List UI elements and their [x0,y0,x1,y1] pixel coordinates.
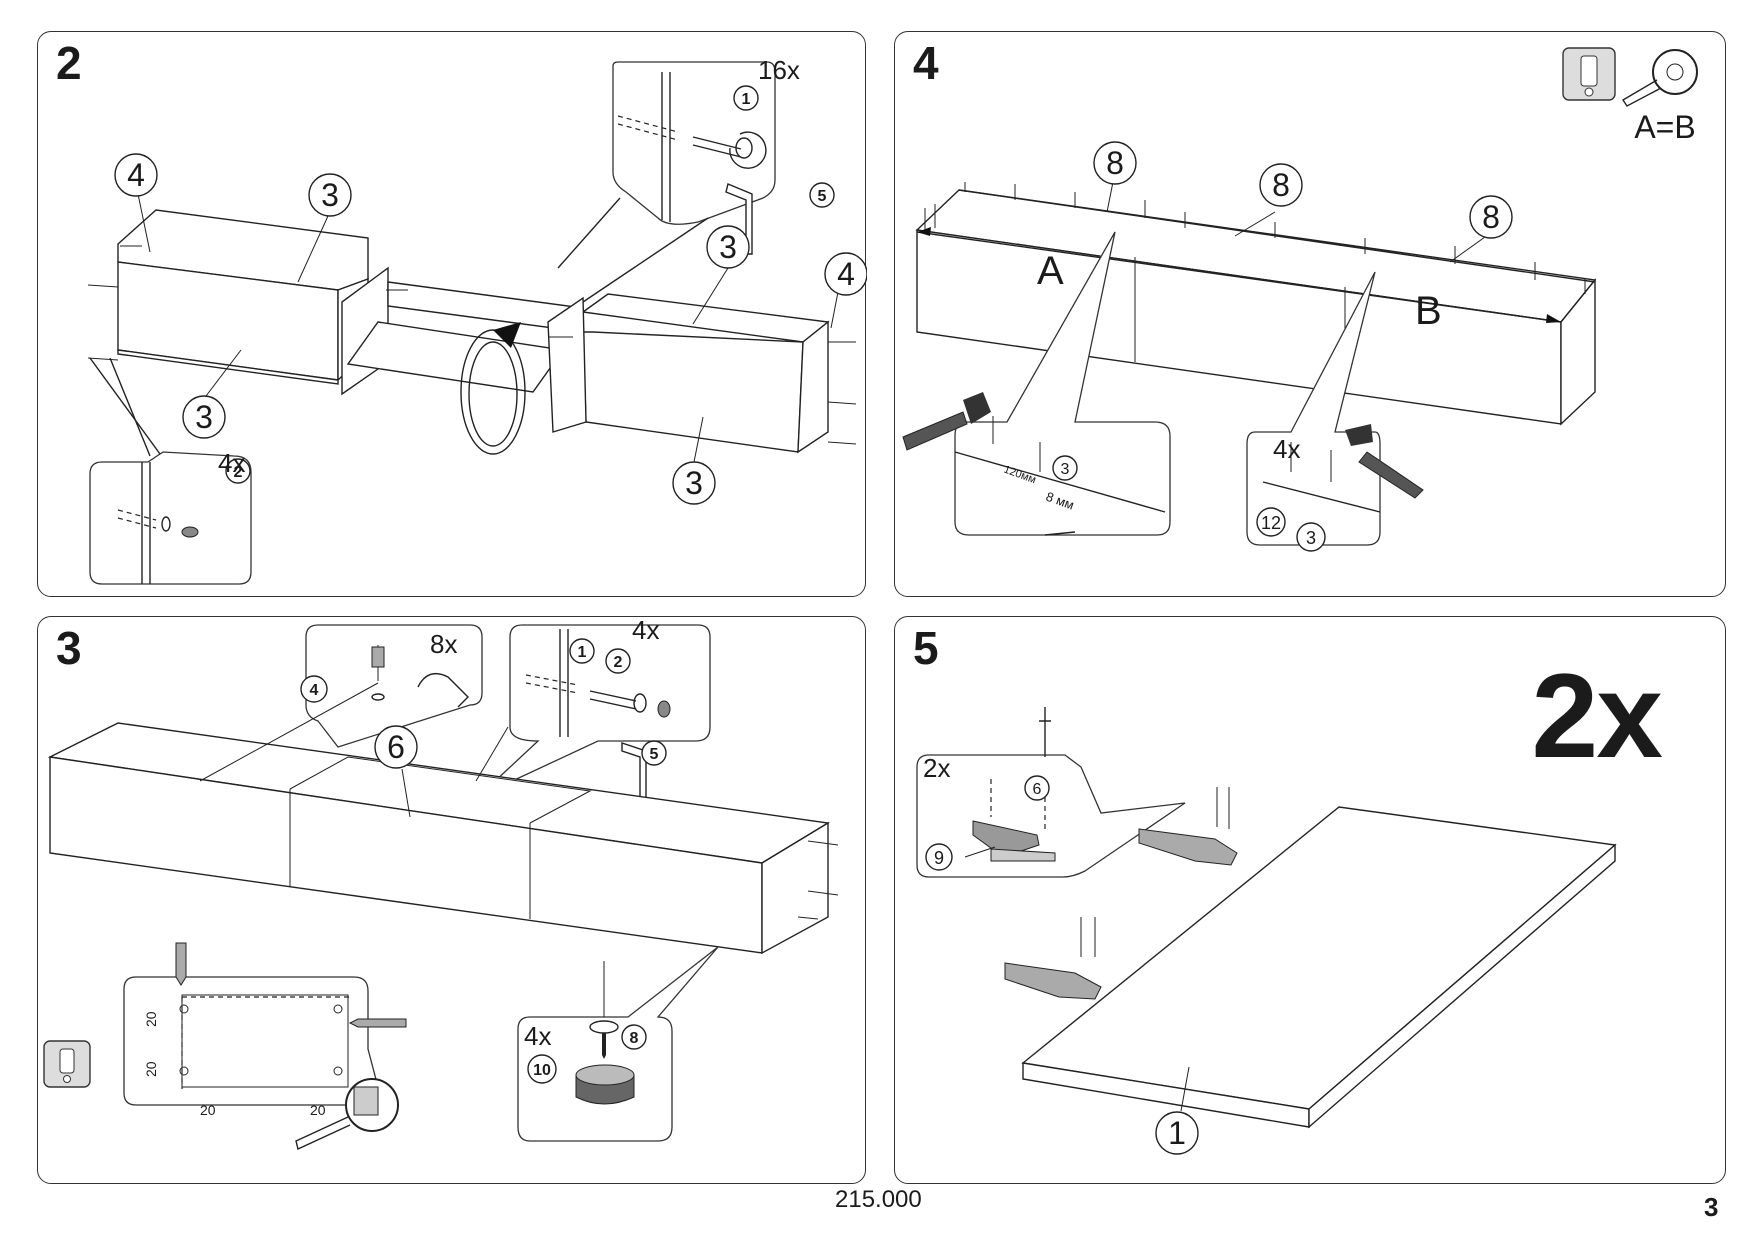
callout-9: 9 [934,848,944,868]
step-number: 2 [56,37,82,89]
callout-8: 8 [1272,167,1290,203]
page-number: 3 [1704,1192,1719,1222]
hammer-icon [902,392,991,451]
callout-5: 5 [650,746,659,763]
exclamation-icon [43,1040,91,1088]
document-code: 215.000 [835,1186,922,1213]
callout-1: 1 [742,91,751,108]
quantity-label: 4x [1273,434,1300,464]
hammer-icon [1345,424,1424,499]
callout-1: 1 [578,644,587,661]
diagonal-b-label: B [1415,289,1442,333]
tape-measure-icon [295,1078,399,1150]
step-2-illustration: 4 3 3 3 4 3 1 5 2 16x 4x [87,55,867,585]
callout-2: 2 [614,654,623,671]
ab-note: A=B [1634,109,1695,145]
step-5-panel: 5 2x 6 9 1 2x [894,616,1726,1184]
callout-3: 3 [719,229,737,265]
dimension-label: 20 [200,1102,216,1118]
callout-12: 12 [1261,513,1281,533]
callout-8: 8 [1482,199,1500,235]
quantity-label: 4x [524,1021,551,1051]
diagonal-a-label: A [1037,249,1064,293]
quantity-label: 2x [923,753,950,783]
quantity-label: 4x [218,448,245,478]
step-number: 5 [913,622,939,674]
callout-3: 3 [195,399,213,435]
callout-4: 4 [310,682,319,699]
step-4-illustration: A=B 120мм 8 мм [902,47,1698,552]
callout-4: 4 [837,256,855,292]
callout-4: 4 [127,157,145,193]
callout-8: 8 [630,1030,639,1047]
dimension-label: 20 [143,1011,159,1027]
callout-8: 8 [1106,145,1124,181]
step-3-panel: 3 [37,616,866,1184]
callout-3: 3 [1306,528,1316,548]
callout-5: 5 [818,188,827,205]
tape-measure-icon [1622,49,1698,107]
callout-3: 3 [1061,461,1070,478]
step-5-illustration: 6 9 1 2x [916,707,1617,1155]
repeat-count: 2x [1531,649,1663,783]
callout-1: 1 [1168,1115,1186,1151]
callout-3: 3 [685,465,703,501]
dimension-label: 20 [143,1061,159,1077]
dimension-label: 20 [310,1102,326,1118]
callout-3: 3 [321,177,339,213]
step-number: 3 [56,622,82,674]
step-3-illustration: 20 20 20 20 4 6 1 2 5 8 10 8x 4x [43,617,839,1150]
step-number: 4 [913,37,939,89]
quantity-label: 16x [758,55,800,85]
callout-2: 2 [234,464,243,481]
exclamation-icon [1562,47,1616,101]
callout-6: 6 [1033,781,1042,798]
step-4-panel: 4 A=B [894,31,1726,597]
quantity-label: 4x [632,617,659,645]
callout-10: 10 [533,1062,551,1079]
quantity-label: 8x [430,629,457,659]
step-2-panel: 2 [37,31,867,597]
callout-6: 6 [387,729,405,765]
